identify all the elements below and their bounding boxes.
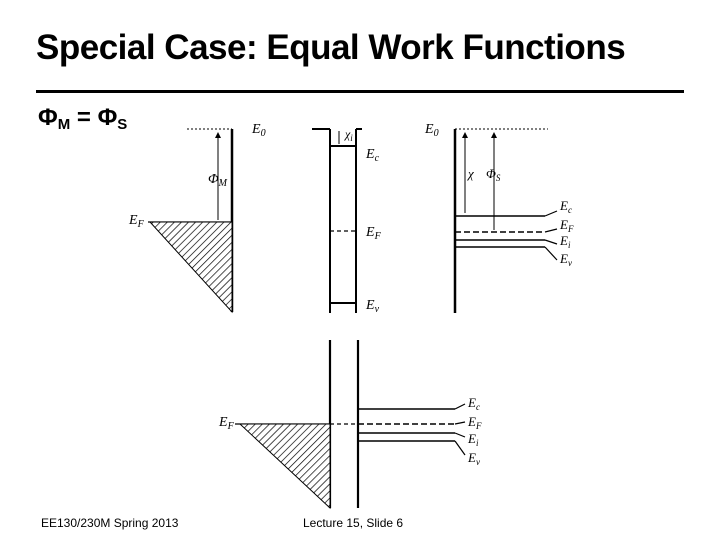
ef-metal-label: EF	[128, 213, 145, 230]
mos-equilibrium: EF Ec EF Ei Ev	[218, 340, 482, 510]
ev-oxide-label: Ev	[365, 298, 380, 315]
metal-isolated: E0 ΦM EF	[128, 122, 266, 314]
mos-ef-label: EF	[467, 414, 482, 431]
mos-ec-label: Ec	[467, 395, 480, 412]
semi-ei-label: Ei	[559, 233, 571, 250]
phi-m-label: ΦM	[208, 172, 228, 189]
equals-sign: =	[70, 104, 98, 131]
chi-label: χ	[466, 166, 474, 181]
phi-symbol-2: Φ	[97, 104, 118, 131]
phi-subscript-s: S	[117, 116, 128, 133]
phi-subscript-m: M	[57, 116, 71, 133]
semi-e0-label: E0	[424, 122, 439, 139]
footer-course: EE130/230M Spring 2013	[41, 516, 179, 530]
semi-ef-label: EF	[559, 217, 574, 234]
semi-ec-label: Ec	[559, 198, 572, 215]
semiconductor-isolated: E0 χ ΦS Ec EF Ei Ev	[424, 122, 574, 313]
phi-s-label: ΦS	[486, 166, 501, 183]
ec-oxide-label: Ec	[365, 147, 380, 164]
phi-symbol: Φ	[38, 104, 58, 131]
oxide-isolated: χi Ec EF Ev	[312, 127, 382, 315]
footer-slide-number: Lecture 15, Slide 6	[303, 516, 404, 530]
title-underline	[36, 90, 684, 93]
semi-ev-label: Ev	[559, 251, 572, 268]
ef-oxide-label: EF	[365, 225, 382, 242]
condition-label: ΦM = ΦS	[38, 104, 127, 133]
chi-i-label: χi	[344, 127, 353, 143]
mos-ei-label: Ei	[467, 431, 479, 448]
mos-hatch	[238, 423, 331, 510]
mos-ev-label: Ev	[467, 450, 480, 467]
mos-ef-metal-label: EF	[218, 415, 235, 432]
e0-label: E0	[251, 122, 266, 139]
filled-states-hatch	[148, 221, 233, 314]
slide-title: Special Case: Equal Work Functions	[36, 28, 626, 67]
